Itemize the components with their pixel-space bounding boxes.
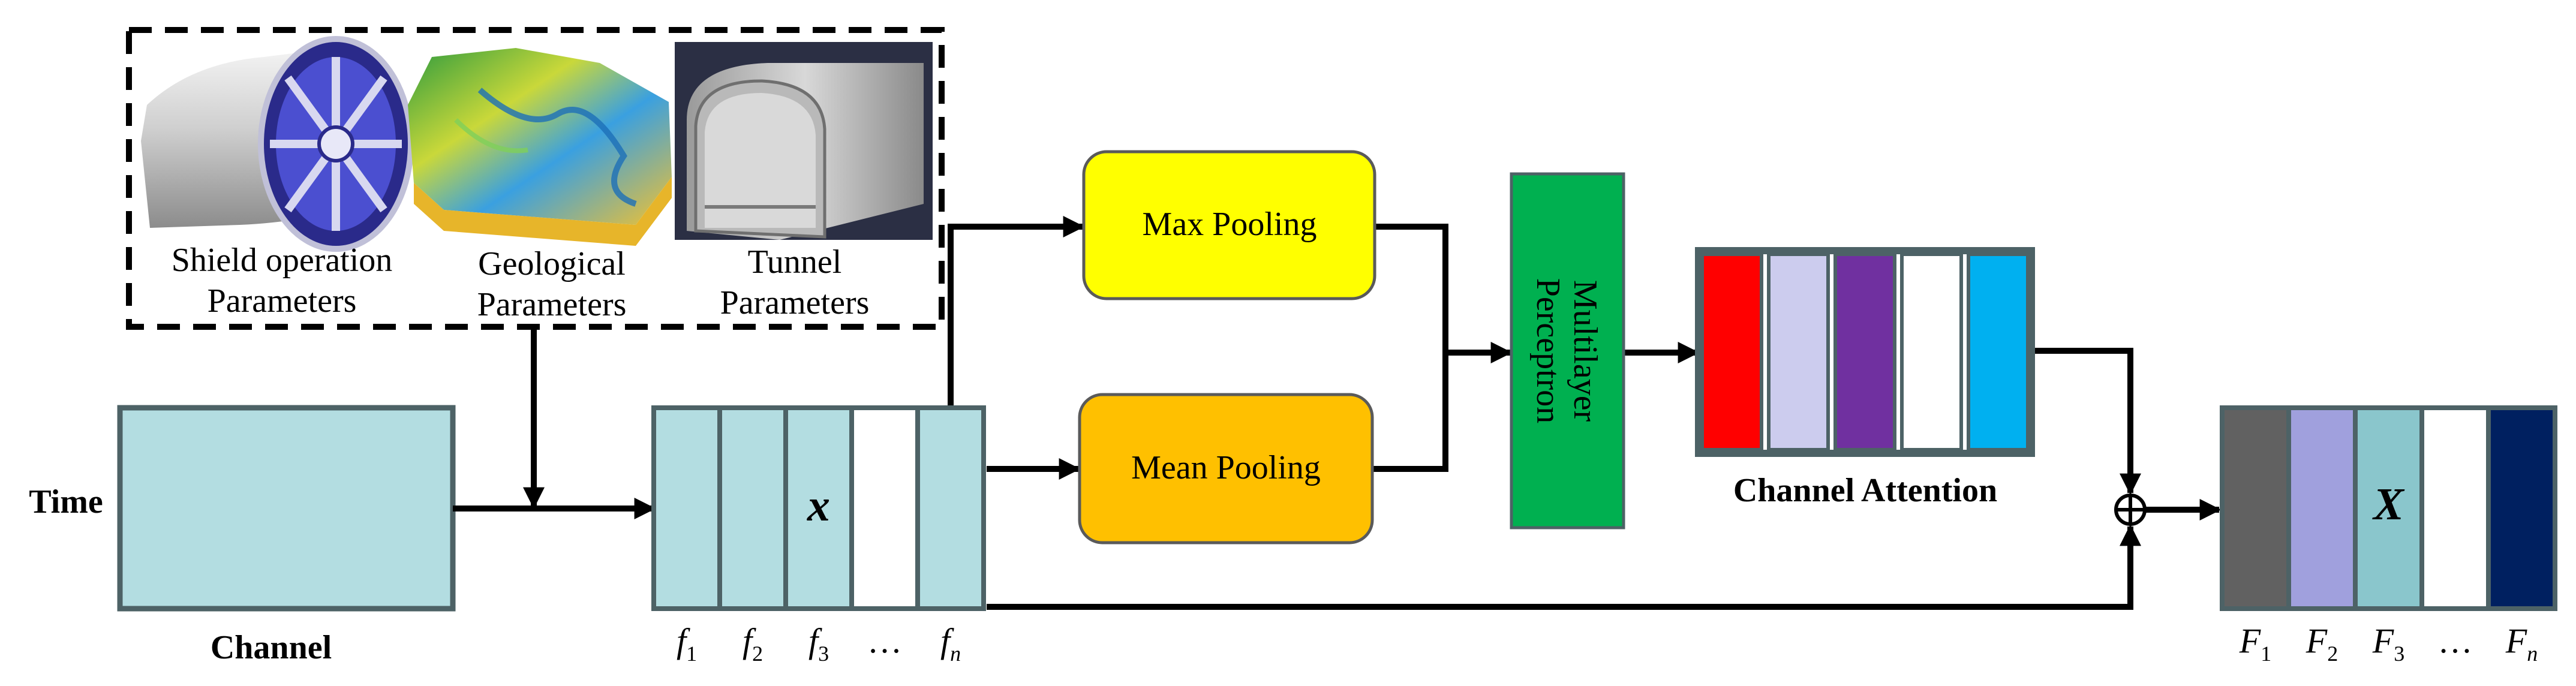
elementwise-sum-icon: [2114, 494, 2147, 526]
mlp-label-line2: Perceptron: [1529, 278, 1567, 424]
tunnel-label-line2: Parameters: [720, 284, 870, 321]
max-pool-out-line: [1375, 224, 1448, 353]
geological-label-line2: Parameters: [477, 286, 627, 323]
tunnel-image: [675, 42, 933, 240]
max-pooling-block: Max Pooling: [1082, 150, 1376, 300]
feature-column-1: [651, 405, 722, 611]
shield-label-line2: Parameters: [208, 282, 357, 320]
feature-column-3: [783, 405, 854, 611]
feature-column-label-3: f3: [808, 621, 829, 666]
shield-machine-image: [141, 36, 414, 252]
channel-attention-label: Channel Attention: [1733, 472, 1997, 509]
mlp-label-line1: Multilayer: [1567, 280, 1604, 422]
feature-column-2: [717, 405, 788, 611]
output-column-2: [2286, 405, 2358, 611]
input-tensor-block: [117, 405, 456, 612]
output-column-label-4: …: [2438, 621, 2473, 660]
attention-frame: [1695, 247, 2035, 457]
output-column-4: [2419, 405, 2491, 611]
output-column-label-1: F1: [2239, 621, 2271, 666]
feature-column-label-4: …: [867, 621, 902, 660]
output-column-label-3: F3: [2372, 621, 2404, 666]
output-highlight-label: X: [2372, 479, 2405, 529]
attention-weight-2: [1767, 252, 1830, 452]
time-axis-label: Time: [29, 483, 103, 520]
max-pooling-label: Max Pooling: [1143, 206, 1317, 243]
feature-column-label-5: fn: [940, 621, 961, 666]
feature-highlight-label: x: [807, 480, 830, 531]
shield-label-line1: Shield operation: [172, 242, 393, 279]
output-column-label-5: Fn: [2505, 621, 2538, 666]
features-to-max-pool-arrow: [948, 216, 1085, 408]
output-feature-map: F1 F2 F3 … Fn X: [2220, 405, 2557, 666]
feature-map: f1 f2 f3 … fn x: [651, 405, 986, 666]
geological-terrain-image: [408, 48, 672, 246]
mean-pool-out-line: [1372, 353, 1448, 472]
attention-weight-1: [1700, 252, 1763, 452]
tunnel-label-line1: Tunnel: [748, 243, 842, 281]
channel-axis-label: Channel: [211, 629, 332, 666]
attention-to-sum-arrow: [2033, 348, 2141, 495]
geological-label-line1: Geological: [478, 245, 626, 282]
attention-weight-3: [1833, 252, 1896, 452]
feature-column-4: [849, 405, 920, 611]
connectors: [453, 216, 2222, 610]
output-column-5: [2486, 405, 2557, 611]
multilayer-perceptron-block: Multilayer Perceptron: [1510, 172, 1625, 529]
output-column-3: [2353, 405, 2424, 611]
mean-pooling-label: Mean Pooling: [1131, 449, 1321, 486]
feature-column-5: [915, 405, 986, 611]
output-column-label-2: F2: [2306, 621, 2338, 666]
mean-pooling-block: Mean Pooling: [1078, 393, 1374, 544]
channel-attention-block: [1695, 247, 2035, 457]
attention-weight-4: [1900, 252, 1963, 452]
feature-column-label-2: f2: [743, 621, 763, 666]
attention-weight-5: [1967, 252, 2030, 452]
input-parameters-group: Shield operation Parameters Geological P…: [126, 27, 945, 330]
output-column-1: [2220, 405, 2291, 611]
feature-column-label-1: f1: [677, 621, 697, 666]
skip-connection-arrow: [987, 524, 2141, 610]
